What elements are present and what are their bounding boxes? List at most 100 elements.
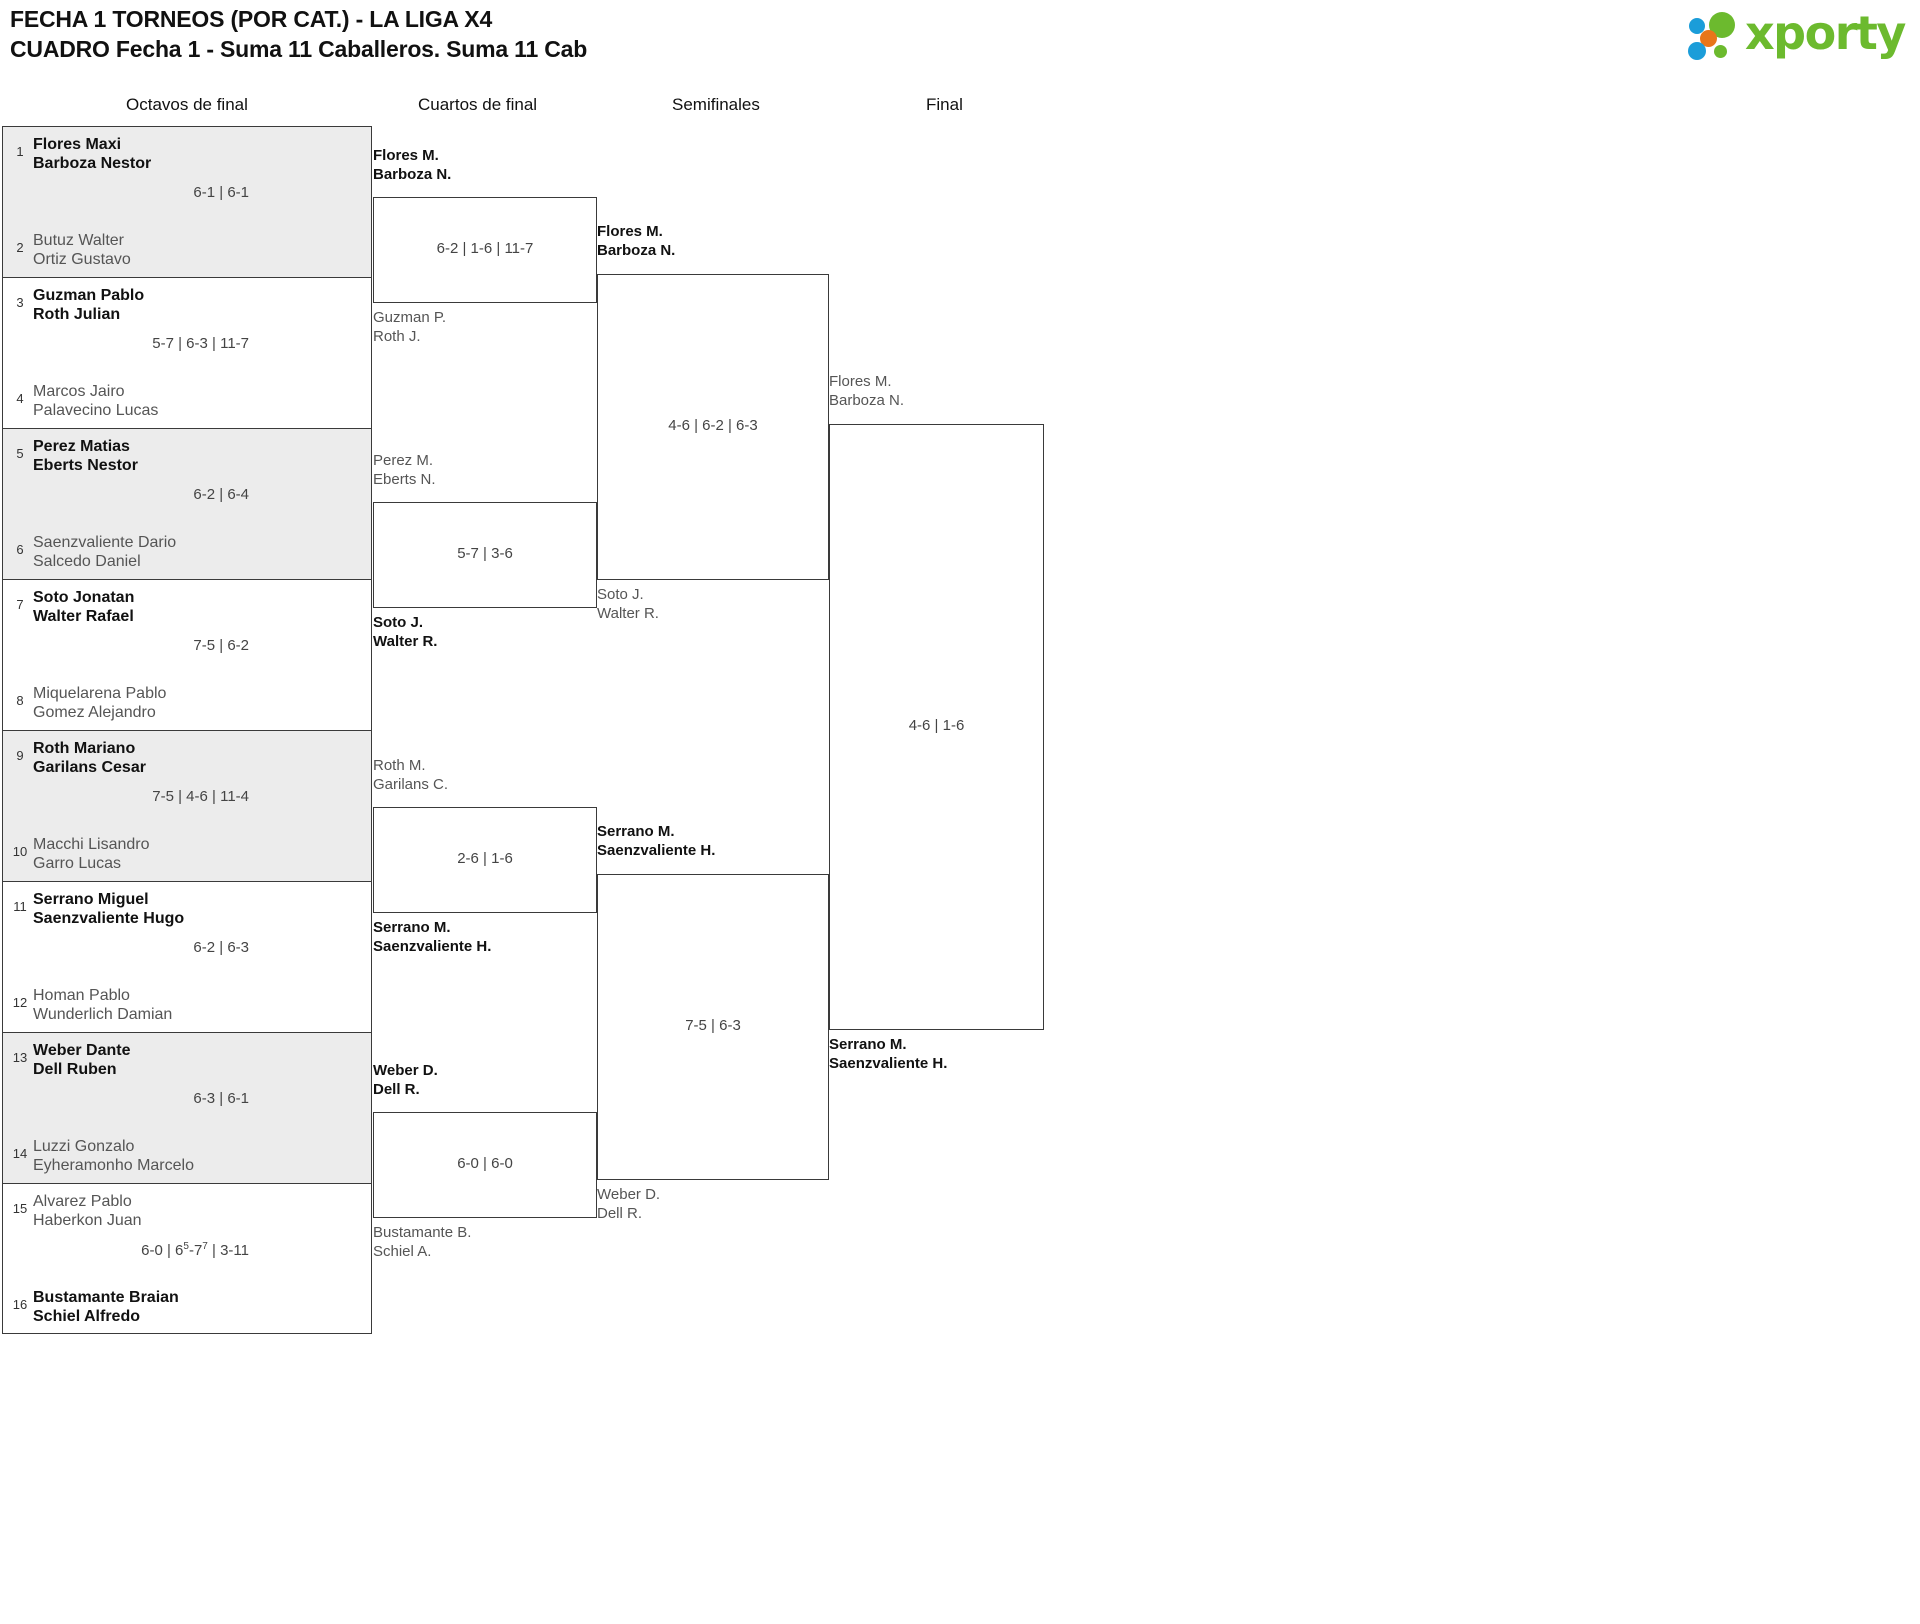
seed-number: 13 (12, 1050, 28, 1065)
final-match-score: 4-6 | 1-6 (908, 717, 965, 734)
r2-team-top[interactable]: Weber D. Dell R. (373, 1061, 438, 1099)
r2-team-bottom[interactable]: Guzman P.Roth J. (373, 308, 446, 346)
seed-number: 15 (12, 1201, 28, 1216)
player-1: Homan Pablo (33, 987, 130, 1004)
r2-match-connector (373, 197, 597, 303)
logo-dot-orange (1700, 30, 1717, 47)
player-2: Eberts Nestor (33, 457, 138, 474)
player-2: Barboza N. (373, 166, 452, 183)
player-1: Alvarez Pablo (33, 1193, 132, 1210)
r2-team-top[interactable]: Roth M. Garilans C. (373, 756, 448, 794)
player-1: Weber D. (373, 1062, 438, 1079)
player-2: Haberkon Juan (33, 1212, 142, 1229)
player-1: Bustamante Braian (33, 1289, 179, 1306)
r2-match-score: 5-7 | 3-6 (457, 545, 513, 562)
player-2: Salcedo Daniel (33, 553, 141, 570)
player-2: Walter R. (597, 605, 659, 622)
r1-match-score: 6-2 | 6-4 (193, 486, 249, 503)
player-1: Flores Maxi (33, 136, 122, 153)
seed-number: 8 (16, 693, 24, 708)
player-1: Marcos Jairo (33, 383, 125, 400)
r3-match-score: 4-6 | 6-2 | 6-3 (668, 417, 758, 434)
player-2: Dell R. (373, 1081, 420, 1098)
player-1: Saenzvaliente Dario (33, 534, 177, 551)
final-team-top[interactable]: Flores M.Barboza N. (829, 372, 904, 410)
r3-team-bottom[interactable]: Weber D.Dell R. (597, 1185, 660, 1223)
r3-team-top[interactable]: Flores M.Barboza N. (597, 222, 675, 260)
seed-number: 4 (16, 391, 24, 406)
player-2: Schiel A. (373, 1243, 432, 1260)
r1-match-score: 6-0 | 65-77 | 3-11 (141, 1241, 249, 1259)
player-2: Barboza N. (829, 392, 905, 409)
r2-team-bottom[interactable]: Bustamante B. Schiel A. (373, 1223, 471, 1261)
seed-number: 12 (12, 995, 28, 1010)
logo-dot-blue-top (1689, 18, 1705, 34)
seed-number: 6 (16, 542, 24, 557)
player-1: Serrano M. (829, 1036, 907, 1053)
r2-match-connector (373, 1112, 597, 1218)
round-heading-semifinales: Semifinales (672, 95, 760, 114)
r2-team-top[interactable]: Perez M.Eberts N. (373, 451, 436, 489)
seed-number: 14 (12, 1146, 28, 1161)
r2-team-bottom[interactable]: Serrano M.Saenzvaliente H. (373, 918, 491, 956)
logo-wordmark: xporty (1745, 6, 1906, 60)
player-2: Palavecino Lucas (33, 402, 159, 419)
player-2: Walter Rafael (33, 608, 134, 625)
seed-number: 11 (13, 899, 27, 914)
seed-number: 3 (16, 295, 24, 310)
player-2: Roth Julian (33, 306, 121, 323)
player-2: Barboza N. (597, 242, 676, 259)
player-2: Garilans Cesar (33, 759, 146, 776)
r1-match-score: 5-7 | 6-3 | 11-7 (152, 335, 249, 352)
r3-team-bottom[interactable]: Soto J. Walter R. (597, 585, 659, 623)
final-team-bottom[interactable]: Serrano M.Saenzvaliente H. (829, 1035, 947, 1073)
tournament-title: FECHA 1 TORNEOS (POR CAT.) - LA LIGA X4 (10, 6, 493, 32)
player-2: Eyheramonho Marcelo (33, 1157, 194, 1174)
player-1: Bustamante B. (373, 1224, 472, 1241)
r2-match-score: 2-6 | 1-6 (457, 850, 513, 867)
player-2: Dell Ruben (33, 1061, 117, 1078)
player-1: Perez M. (373, 452, 434, 469)
player-1: Roth M. (373, 757, 426, 774)
player-2: Wunderlich Damian (33, 1006, 173, 1023)
seed-number: 1 (16, 144, 24, 159)
r2-match-score: 6-2 | 1-6 | 11-7 (436, 240, 534, 257)
player-1: Soto J. (597, 586, 644, 603)
r1-match-score: 6-1 | 6-1 (193, 184, 249, 201)
logo-dot-blue-bottom (1688, 42, 1706, 60)
r2-team-bottom[interactable]: Soto J.Walter R. (373, 613, 437, 651)
round-heading-cuartos: Cuartos de final (418, 95, 538, 114)
player-2: Roth J. (373, 328, 421, 345)
player-2: Gomez Alejandro (33, 704, 156, 721)
player-2: Garilans C. (373, 776, 449, 793)
player-1: Guzman Pablo (33, 287, 145, 304)
final-match-connector (829, 424, 1044, 1030)
r2-team-top[interactable]: Flores M.Barboza N. (373, 146, 451, 184)
r3-team-top[interactable]: Serrano M.Saenzvaliente H. (597, 822, 715, 860)
